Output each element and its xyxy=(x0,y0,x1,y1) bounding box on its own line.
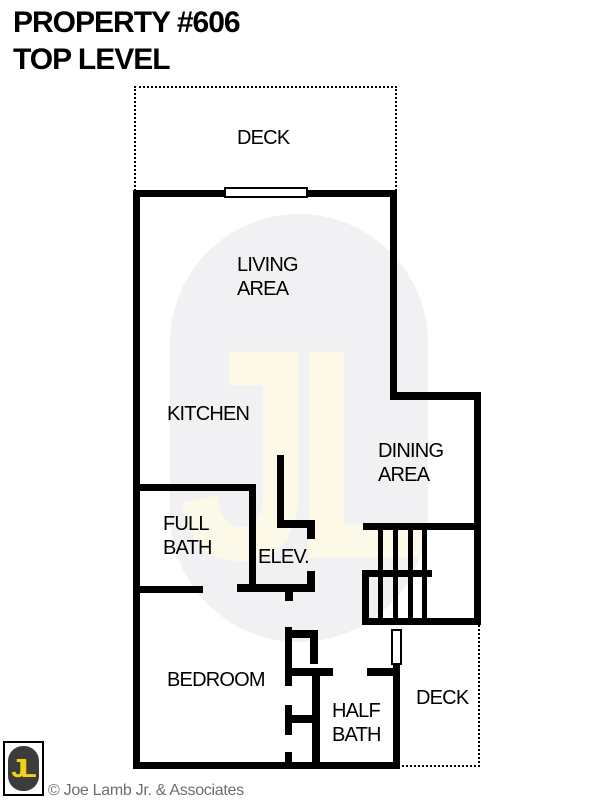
wall-segment xyxy=(390,190,397,398)
wall-segment xyxy=(367,668,400,676)
deck-bottom-outline xyxy=(398,625,480,767)
jl-watermark-logo: JL xyxy=(170,214,428,642)
room-label-elevator: ELEV. xyxy=(258,546,310,568)
room-label-kitchen: KITCHEN xyxy=(167,403,250,425)
room-label-bedroom: BEDROOM xyxy=(167,669,266,691)
wall-segment xyxy=(285,752,292,763)
stair-wall xyxy=(362,618,481,625)
jl-logo: JL xyxy=(3,741,44,796)
wall-segment xyxy=(390,392,481,400)
wall-segment xyxy=(285,592,293,601)
wall-segment xyxy=(237,584,315,592)
wall-segment xyxy=(292,715,313,723)
wall-segment xyxy=(307,571,315,592)
wall-segment xyxy=(133,190,140,769)
wall-segment xyxy=(312,670,320,763)
room-label-half-bath: HALF BATH xyxy=(332,700,381,746)
jl-logo-oval: JL xyxy=(8,746,39,791)
room-label-living-area: LIVING AREA xyxy=(237,254,299,300)
wall-segment xyxy=(285,705,292,735)
wall-segment xyxy=(310,630,318,664)
stair-tread xyxy=(422,527,427,622)
stair-tread xyxy=(408,527,413,622)
wall-segment xyxy=(133,484,256,491)
wall-segment xyxy=(249,484,256,592)
wall-segment xyxy=(393,664,400,763)
deck-door-symbol xyxy=(391,629,402,665)
wall-segment xyxy=(277,520,315,528)
wall-segment xyxy=(285,627,292,686)
deck-top-outline xyxy=(134,86,397,194)
stair-tread xyxy=(393,527,398,622)
wall-segment xyxy=(474,392,481,625)
room-label-deck-top: DECK xyxy=(237,127,290,149)
wall-segment xyxy=(277,455,284,528)
wall-segment xyxy=(307,528,315,539)
page-title: PROPERTY #606 TOP LEVEL xyxy=(13,6,241,76)
room-label-full-bath: FULL BATH xyxy=(163,513,212,559)
stair-tread xyxy=(378,527,383,622)
wall-segment xyxy=(285,668,333,676)
wall-segment xyxy=(292,630,318,638)
stair-wall xyxy=(362,570,369,625)
room-label-deck-bottom: DECK xyxy=(416,687,469,709)
wall-segment xyxy=(133,762,400,769)
stair-wall xyxy=(363,523,481,530)
room-label-dining-area: DINING AREA xyxy=(378,440,444,486)
wall-segment xyxy=(133,586,203,593)
jl-logo-text: JL xyxy=(11,753,36,783)
sliding-door-symbol xyxy=(224,187,308,198)
jl-watermark-text: JL xyxy=(178,286,428,622)
copyright-text: © Joe Lamb Jr. & Associates xyxy=(48,782,244,799)
